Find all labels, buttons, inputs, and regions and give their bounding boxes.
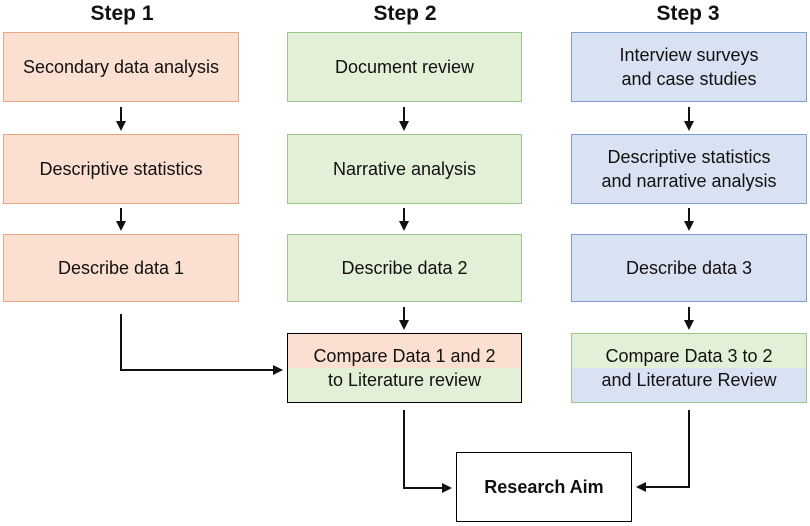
box-label: Secondary data analysis: [22, 57, 220, 77]
arrow-3-to-aim: [636, 410, 690, 492]
step-1-box-descriptive-statistics: Descriptive statistics: [3, 134, 239, 204]
box-label-line-1: Descriptive statistics: [607, 147, 771, 167]
step-3-title: Step 3: [656, 2, 720, 25]
compare-bottom-band: [572, 368, 806, 402]
compare-line-1: Compare Data 1 and 2: [313, 346, 496, 366]
step-2-box-compare-data-1-and-2: Compare Data 1 and 2 to Literature revie…: [287, 333, 522, 403]
compare-top-band: [288, 334, 521, 368]
step-1-title: Step 1: [90, 2, 154, 25]
step-3-box-compare-data-3-to-2: Compare Data 3 to 2 and Literature Revie…: [571, 333, 807, 403]
box-label-line-1: Interview surveys: [619, 45, 759, 65]
step-2-box-describe-data-2: Describe data 2: [287, 234, 522, 302]
box-label: Descriptive statistics and narrative ana…: [601, 145, 776, 193]
step-2-title: Step 2: [373, 2, 437, 25]
step-3-box-interview-surveys: Interview surveys and case studies: [571, 32, 807, 102]
compare-bottom-band: [288, 368, 521, 402]
box-label: Interview surveys and case studies: [619, 43, 758, 91]
arrow-2-to-aim: [403, 410, 452, 493]
box-label: Narrative analysis: [332, 159, 477, 179]
box-label: Research Aim: [484, 477, 604, 497]
step-1-box-describe-data-1: Describe data 1: [3, 234, 239, 302]
box-label-line-2: and case studies: [621, 69, 757, 89]
step-1-box-secondary-data-analysis: Secondary data analysis: [3, 32, 239, 102]
step-2-box-document-review: Document review: [287, 32, 522, 102]
compare-top-band: [572, 334, 806, 368]
box-label: Describe data 2: [341, 258, 468, 278]
arrow-1-to-compare: [120, 314, 283, 375]
box-label: Describe data 3: [625, 258, 753, 278]
compare-line-2: and Literature Review: [601, 370, 777, 390]
box-label-line-2: and narrative analysis: [601, 171, 777, 191]
box-label: Descriptive statistics: [39, 159, 203, 179]
compare-line-2: to Literature review: [327, 370, 482, 390]
compare-line-1: Compare Data 3 to 2: [605, 346, 773, 366]
box-label: Document review: [334, 57, 475, 77]
step-3-box-describe-data-3: Describe data 3: [571, 234, 807, 302]
step-3-box-descriptive-statistics-narrative: Descriptive statistics and narrative ana…: [571, 134, 807, 204]
box-label: Describe data 1: [57, 258, 185, 278]
step-2-box-narrative-analysis: Narrative analysis: [287, 134, 522, 204]
research-aim-box: Research Aim: [456, 452, 632, 522]
compare-text: Compare Data 3 to 2 and Literature Revie…: [572, 344, 806, 392]
compare-text: Compare Data 1 and 2 to Literature revie…: [288, 344, 521, 392]
